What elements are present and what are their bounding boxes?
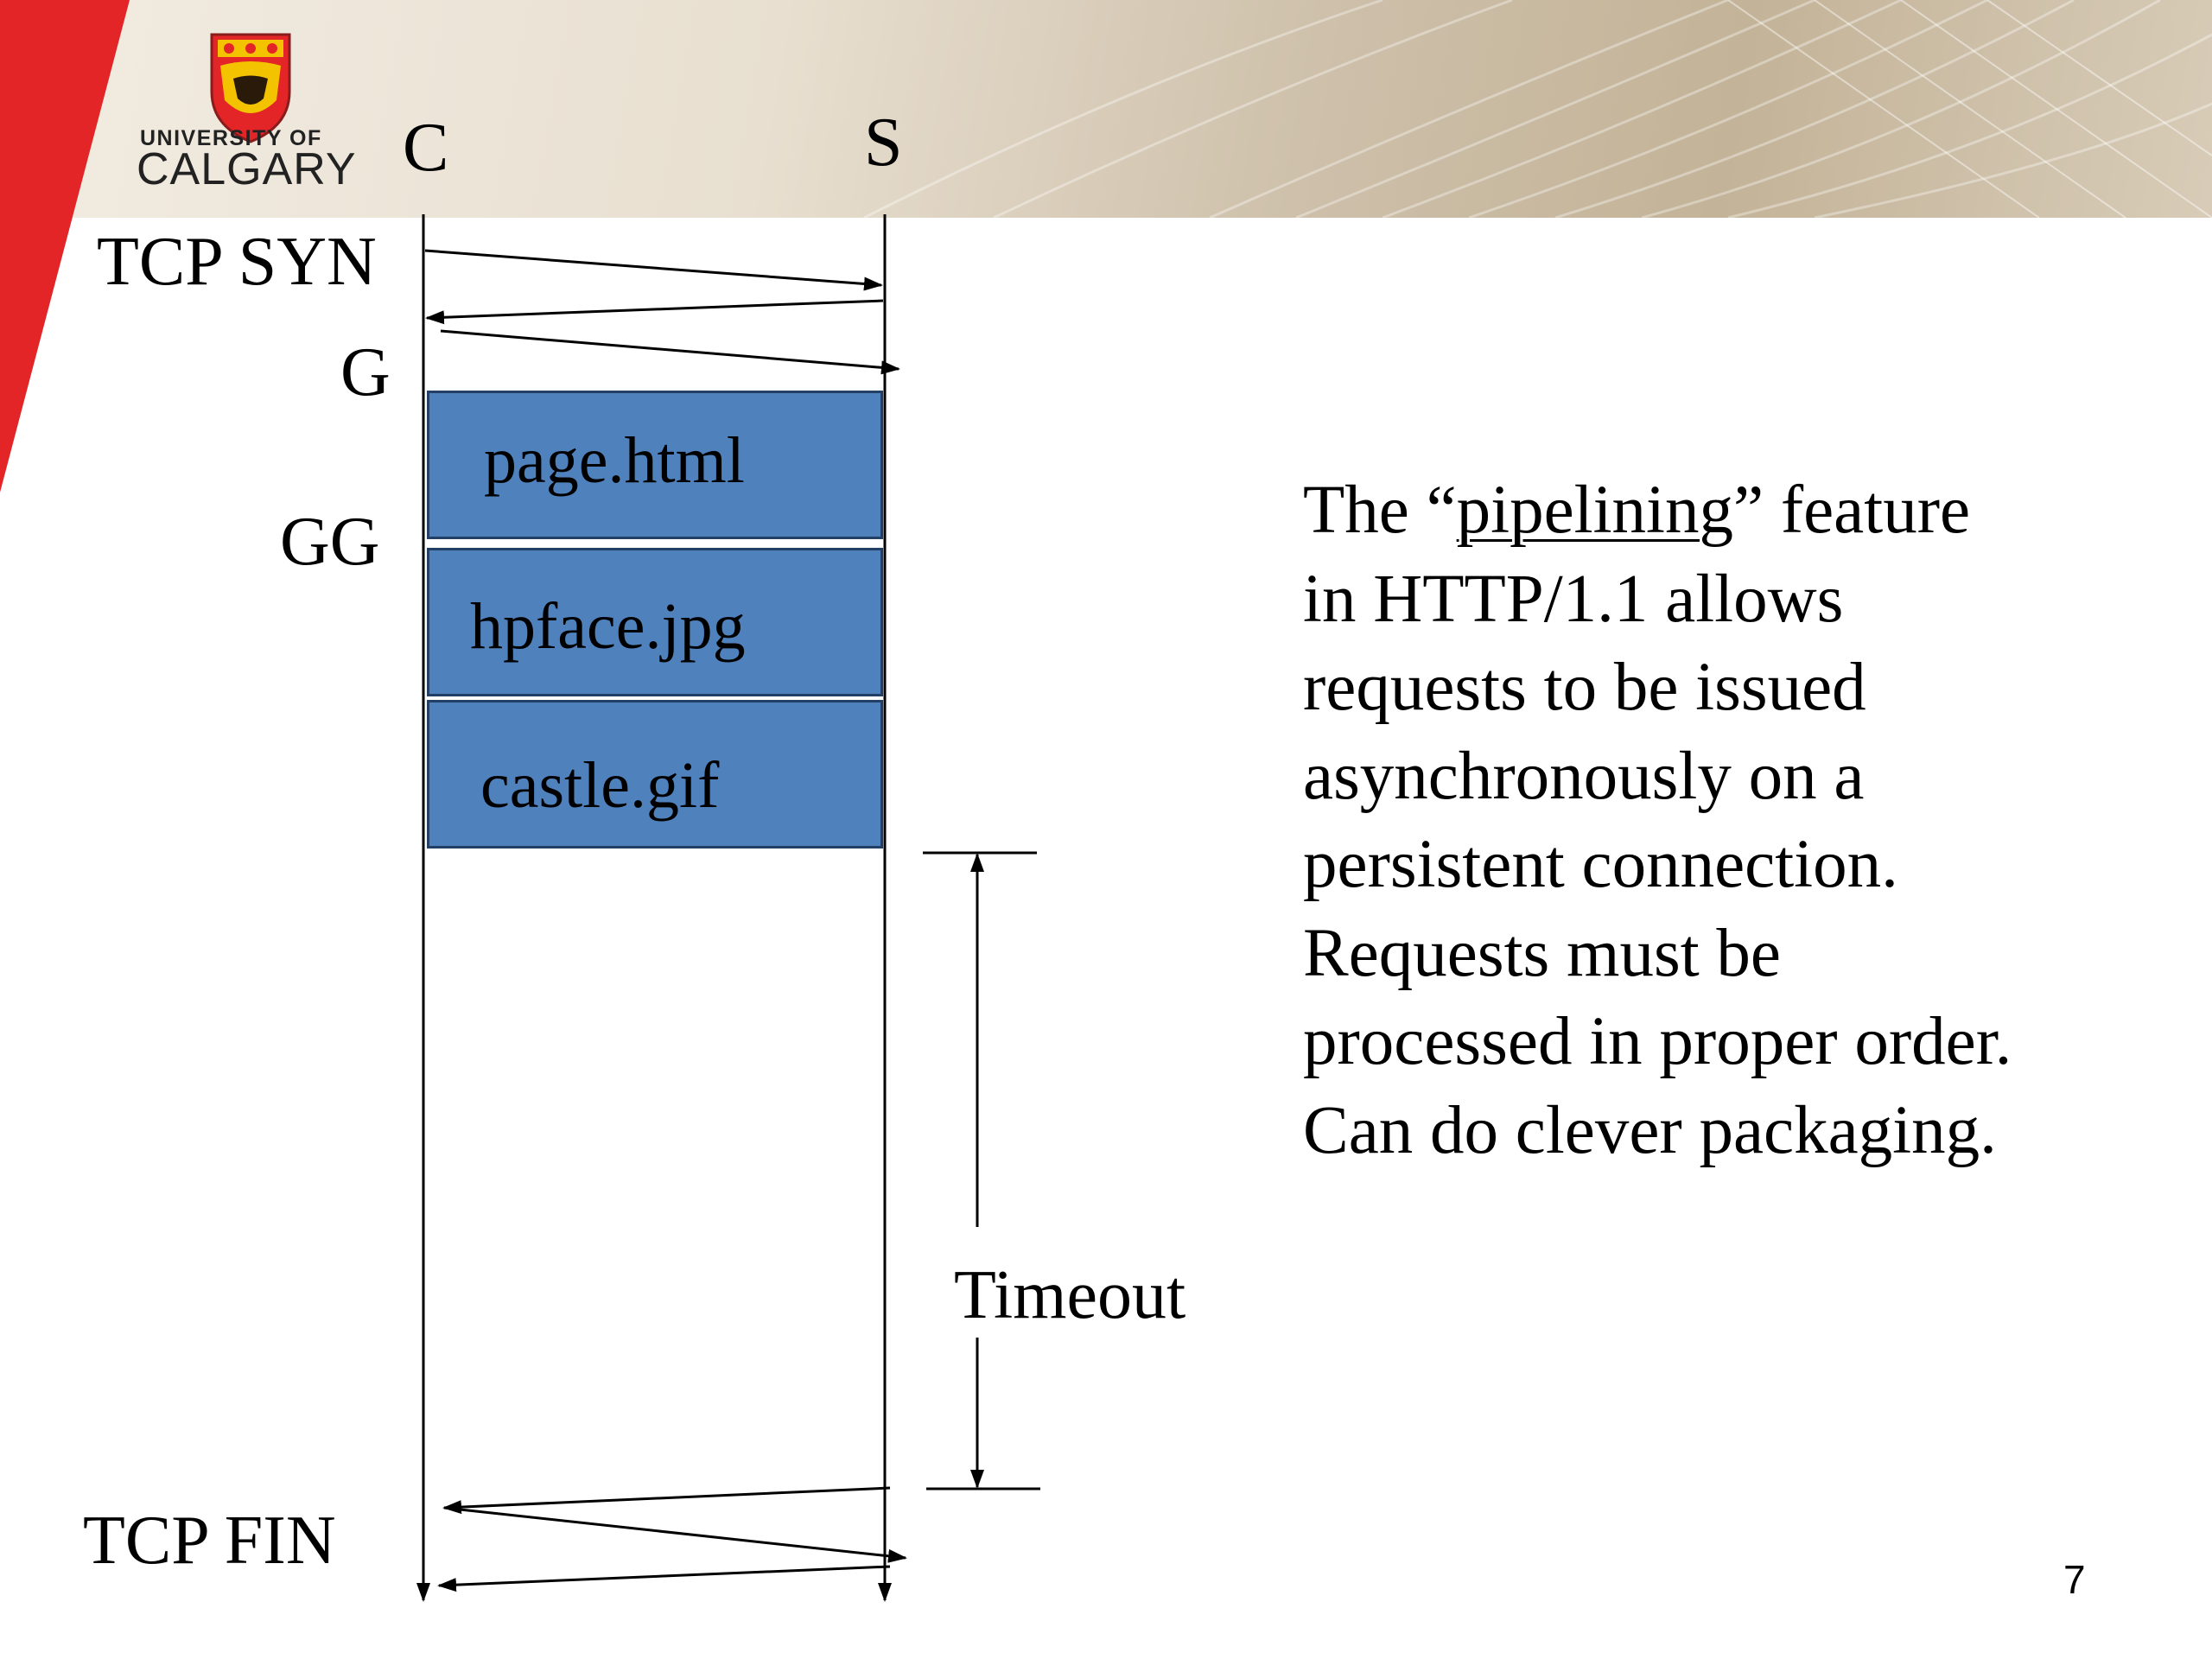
- response-box-page-html: [427, 391, 883, 539]
- tcp-fin-label: TCP FIN: [83, 1503, 336, 1579]
- get-request-arrow: [440, 329, 900, 375]
- fin-arrow-1: [442, 1486, 891, 1515]
- response-label-castle-gif: castle.gif: [480, 749, 720, 822]
- server-label: S: [864, 105, 903, 181]
- syn-ack-arrow: [425, 299, 884, 325]
- response-box-castle-gif: [427, 700, 883, 849]
- fin-arrow-2: [443, 1506, 907, 1563]
- response-label-hpface-jpg: hpface.jpg: [470, 590, 746, 663]
- client-label: C: [403, 110, 449, 186]
- get-label: G: [340, 334, 391, 410]
- note-line-1-before: The “: [1303, 473, 1457, 548]
- logo-text-university-of: UNIVERSITY OF: [140, 126, 322, 150]
- note-line-4: asynchronously on a: [1303, 738, 1865, 814]
- note-line-5: persistent connection.: [1303, 827, 1898, 902]
- note-line-1-after: ” feature: [1733, 473, 1971, 548]
- fin-arrow-3: [437, 1565, 891, 1592]
- tcp-syn-label: TCP SYN: [97, 224, 377, 300]
- get-get-label: GG: [280, 504, 380, 580]
- response-box-hpface-jpg: [427, 548, 883, 696]
- timeout-label: Timeout: [954, 1257, 1186, 1333]
- pipelining-term: pipelining: [1456, 473, 1733, 548]
- response-label-page-html: page.html: [484, 424, 745, 497]
- university-shield-icon: [210, 33, 291, 143]
- logo-text-calgary: CALGARY: [137, 144, 357, 194]
- note-line-7: processed in proper order.: [1303, 1004, 2012, 1079]
- note-line-1: The “pipelining” feature: [1303, 467, 2184, 556]
- syn-arrow: [424, 249, 883, 291]
- note-line-6: Requests must be: [1303, 915, 1781, 991]
- pipelining-note: The “pipelining” feature in HTTP/1.1 all…: [1303, 467, 2184, 1175]
- note-line-8: Can do clever packaging.: [1303, 1092, 1997, 1168]
- note-line-3: requests to be issued: [1303, 650, 1866, 725]
- red-accent-stripe: [0, 0, 130, 493]
- header-banner: [0, 0, 2212, 218]
- banner-texture: [863, 0, 2212, 218]
- note-line-2: in HTTP/1.1 allows: [1303, 561, 1844, 637]
- page-number: 7: [2063, 1557, 2086, 1602]
